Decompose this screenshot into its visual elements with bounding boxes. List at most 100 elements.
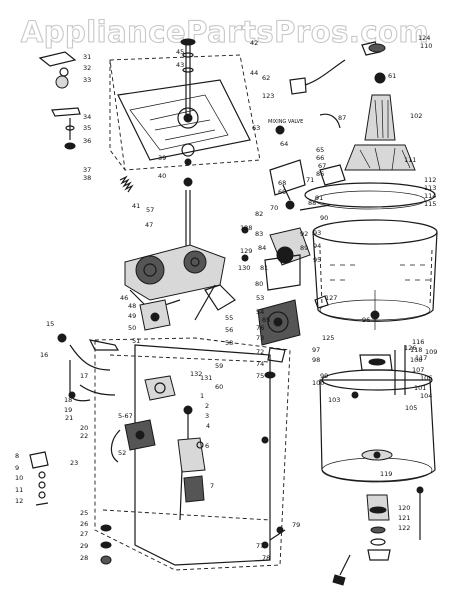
callout-40: 40 bbox=[158, 172, 166, 180]
callout-84: 84 bbox=[258, 244, 266, 252]
callout-43: 43 bbox=[176, 61, 184, 69]
callout-47: 47 bbox=[145, 221, 153, 229]
callout-126: 126 bbox=[404, 344, 416, 352]
callout-25: 25 bbox=[80, 509, 88, 517]
callout-91: 91 bbox=[315, 194, 323, 202]
misc-hardware-center bbox=[241, 226, 329, 549]
callout-23: 23 bbox=[70, 459, 78, 467]
callout-21: 21 bbox=[65, 414, 73, 422]
callout-107: 107 bbox=[412, 366, 424, 374]
callout-50: 50 bbox=[128, 324, 136, 332]
callout-114: 114 bbox=[424, 192, 436, 200]
callout-55: 55 bbox=[225, 314, 233, 322]
callout-90: 90 bbox=[320, 214, 328, 222]
callout-10: 10 bbox=[15, 474, 23, 482]
callout-19: 19 bbox=[64, 406, 72, 414]
callout-4: 4 bbox=[206, 422, 210, 430]
callout-116: 116 bbox=[412, 338, 424, 346]
hoses-left bbox=[57, 333, 120, 402]
callout-3: 3 bbox=[205, 412, 209, 420]
callout-93: 93 bbox=[313, 229, 321, 237]
callout-104: 104 bbox=[420, 392, 432, 400]
callout-59: 59 bbox=[215, 362, 223, 370]
callout-46: 46 bbox=[120, 294, 128, 302]
callout-76: 76 bbox=[256, 324, 264, 332]
callout-27: 27 bbox=[80, 530, 88, 538]
callout-110: 110 bbox=[420, 42, 432, 50]
callout-101: 101 bbox=[414, 384, 426, 392]
callout-49: 49 bbox=[128, 312, 136, 320]
mounting-plate-assembly bbox=[109, 38, 261, 187]
callout-34: 34 bbox=[83, 113, 91, 121]
callout-124: 124 bbox=[418, 34, 430, 42]
callout-109: 109 bbox=[425, 348, 437, 356]
callout-98: 98 bbox=[312, 356, 320, 364]
callout-96: 96 bbox=[362, 316, 370, 324]
callout-62: 62 bbox=[262, 74, 270, 82]
callout-2: 2 bbox=[205, 402, 209, 410]
callout-31: 31 bbox=[83, 53, 91, 61]
mixing-valve-note: MIXING VALVE bbox=[268, 119, 303, 125]
callout-88: 88 bbox=[308, 199, 316, 207]
callout-77: 77 bbox=[256, 542, 264, 550]
callout-17: 17 bbox=[80, 372, 88, 380]
callout-28: 28 bbox=[80, 554, 88, 562]
callout-52: 52 bbox=[118, 449, 126, 457]
callout-22: 22 bbox=[80, 432, 88, 440]
callout-6: 6 bbox=[205, 442, 209, 450]
callout-54: 54 bbox=[256, 308, 264, 316]
small-hardware-lower-left bbox=[29, 451, 112, 565]
callout-64: 64 bbox=[280, 140, 288, 148]
callout-105: 105 bbox=[405, 404, 417, 412]
callout-12: 12 bbox=[15, 497, 23, 505]
callout-16: 16 bbox=[40, 351, 48, 359]
callout-42: 42 bbox=[250, 39, 258, 47]
callout-69: 69 bbox=[278, 188, 286, 196]
callout-67: 67 bbox=[318, 162, 326, 170]
reference-callouts: 3132333435363738574543424441394061621236… bbox=[15, 34, 437, 562]
callout-131: 131 bbox=[200, 374, 212, 382]
callout-106: 106 bbox=[420, 374, 432, 382]
callout-45: 45 bbox=[176, 48, 184, 56]
callout-74: 74 bbox=[256, 360, 264, 368]
callout-85: 85 bbox=[262, 316, 270, 324]
pump-in-cabinet bbox=[110, 375, 176, 463]
callout-130: 130 bbox=[238, 264, 250, 272]
callout-9: 9 bbox=[15, 464, 19, 472]
agitator-top bbox=[344, 41, 416, 171]
motor-and-bracket bbox=[257, 159, 311, 379]
drive-shaft-parts bbox=[332, 486, 424, 586]
callout-70: 70 bbox=[270, 204, 278, 212]
callout-37: 37 bbox=[83, 166, 91, 174]
callout-44: 44 bbox=[250, 69, 258, 77]
callout-51: 51 bbox=[132, 337, 140, 345]
callout-102: 102 bbox=[410, 112, 422, 120]
callout-119: 119 bbox=[380, 470, 392, 478]
watermark-text: AppliancePartsPros.com bbox=[21, 15, 429, 49]
callout-75: 75 bbox=[256, 372, 264, 380]
callout-38: 38 bbox=[83, 174, 91, 182]
callout-112: 112 bbox=[424, 176, 436, 184]
callout-57: 57 bbox=[146, 206, 154, 214]
callout-111: 111 bbox=[404, 156, 416, 164]
callout-87: 87 bbox=[338, 114, 346, 122]
callout-100: 100 bbox=[312, 379, 324, 387]
callout-60: 60 bbox=[215, 383, 223, 391]
callout-108: 108 bbox=[410, 356, 422, 364]
callout-103: 103 bbox=[328, 396, 340, 404]
callout-95: 95 bbox=[313, 256, 321, 264]
callout-81: 81 bbox=[260, 264, 268, 272]
callout-99: 99 bbox=[320, 372, 328, 380]
callout-63: 63 bbox=[252, 124, 260, 132]
callout-71: 71 bbox=[306, 176, 314, 184]
callout-118: 118 bbox=[410, 346, 422, 354]
callout-125: 125 bbox=[322, 334, 334, 342]
callout-132: 132 bbox=[190, 370, 202, 378]
callout-61: 61 bbox=[388, 72, 396, 80]
callout-56: 56 bbox=[225, 326, 233, 334]
spring-left bbox=[119, 175, 134, 193]
mixing-valve-area: MIXING VALVE bbox=[268, 59, 346, 211]
callout-66: 66 bbox=[316, 154, 324, 162]
callout-86: 86 bbox=[316, 170, 324, 178]
